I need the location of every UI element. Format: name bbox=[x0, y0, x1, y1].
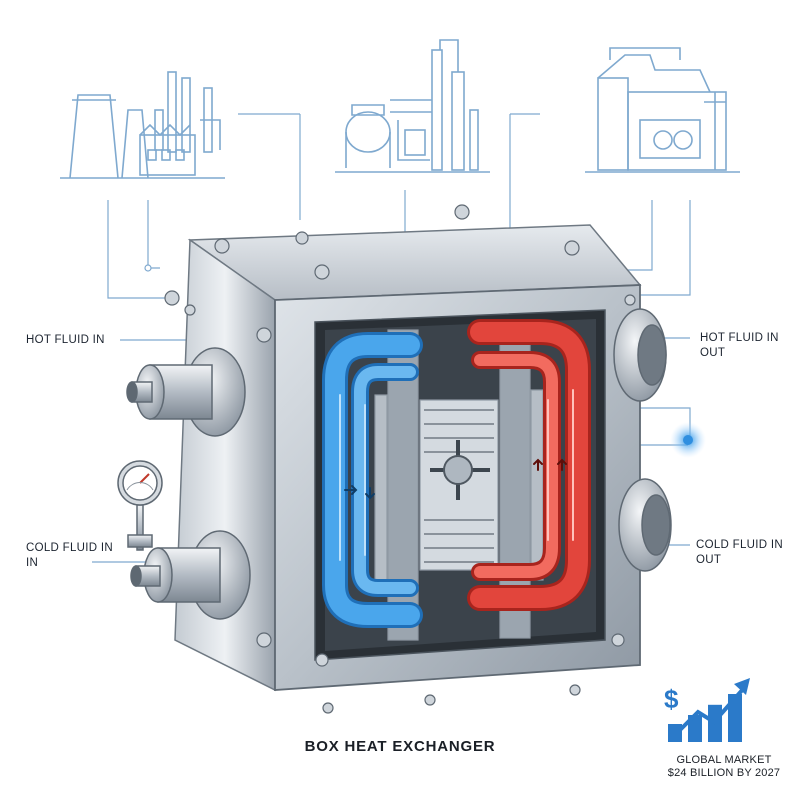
frame-bolts bbox=[164, 204, 636, 714]
power-plant-icon bbox=[60, 71, 225, 179]
cold-outlet-nozzle bbox=[618, 478, 672, 572]
pressure-gauge-icon bbox=[117, 460, 163, 551]
label-cold-fluid-out-right-line1: COLD FLUID IN bbox=[696, 539, 783, 551]
label-hot-fluid-out-right-line2: OUT bbox=[700, 347, 726, 359]
label-cold-fluid-out-right: COLD FLUID IN OUT bbox=[696, 538, 783, 568]
hot-inlet-nozzle bbox=[126, 347, 246, 437]
label-cold-fluid-out-right-line2: OUT bbox=[696, 554, 722, 566]
hvac-plant-icon bbox=[585, 47, 740, 173]
label-hot-fluid-in-left: HOT FLUID IN bbox=[26, 334, 105, 346]
hot-fluid-channel bbox=[467, 319, 591, 611]
growth-bar bbox=[728, 694, 742, 742]
market-caption-line1: GLOBAL MARKET bbox=[676, 754, 772, 766]
label-hot-fluid-out-right: HOT FLUID IN OUT bbox=[700, 331, 779, 361]
market-caption: GLOBAL MARKET $24 BILLION BY 2027 bbox=[660, 754, 788, 780]
growth-chart-icon: $ bbox=[664, 678, 750, 742]
market-caption-line2: $24 BILLION BY 2027 bbox=[667, 767, 781, 779]
currency-symbol: $ bbox=[664, 684, 679, 714]
label-cold-fluid-in-left: COLD FLUID IN IN bbox=[26, 541, 113, 571]
growth-bar bbox=[688, 715, 702, 742]
label-cold-fluid-in-left-line1: COLD FLUID IN bbox=[26, 542, 113, 554]
label-cold-fluid-in-left-line2: IN bbox=[26, 557, 39, 569]
label-hot-fluid-out-right-line1: HOT FLUID IN bbox=[700, 332, 779, 344]
refinery-icon bbox=[335, 39, 490, 173]
hot-outlet-nozzle bbox=[613, 308, 667, 402]
cold-fluid-channel bbox=[322, 332, 423, 628]
diagram-title: BOX HEAT EXCHANGER bbox=[304, 738, 496, 755]
cold-inlet-nozzle bbox=[130, 530, 251, 620]
status-glow-icon bbox=[670, 422, 706, 458]
